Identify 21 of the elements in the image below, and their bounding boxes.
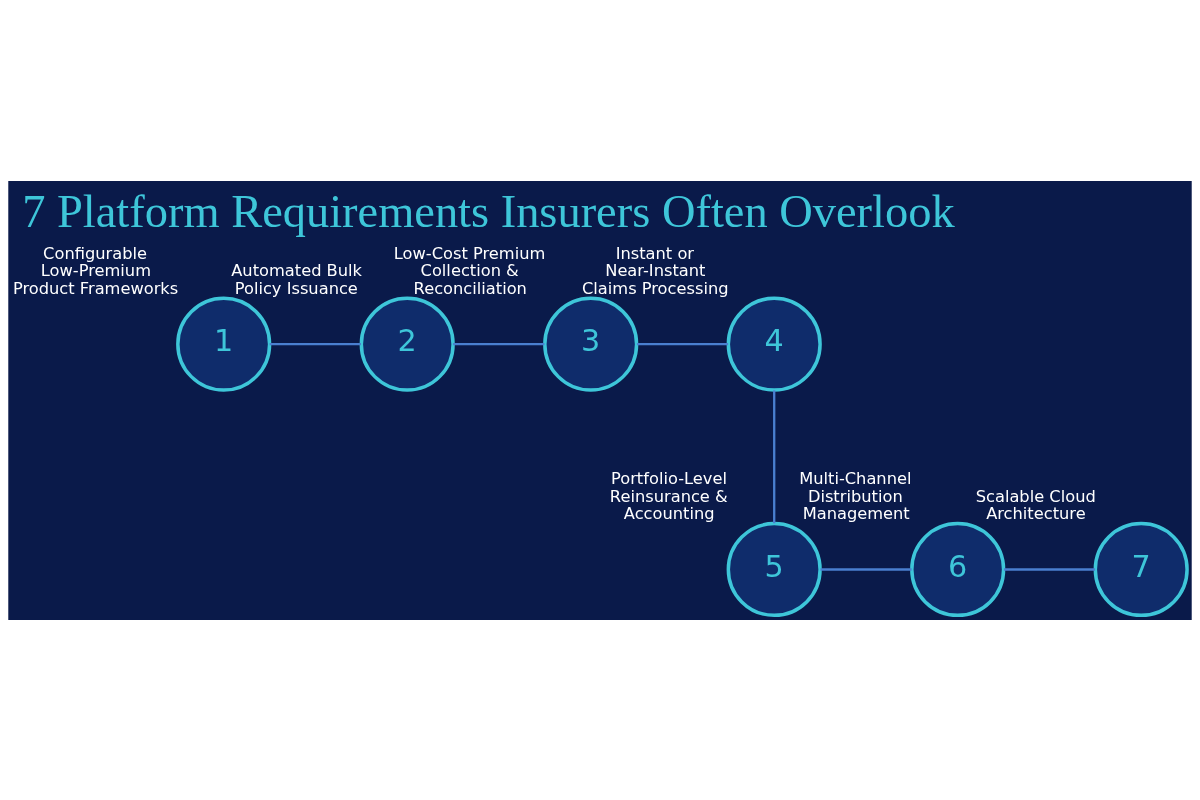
connector [773,389,776,523]
node-label: Multi-Channel Distribution Management [799,468,912,523]
node-label: Instant or Near-Instant Claims Processing [582,243,729,298]
node-circle: 4 [726,296,822,392]
connector [820,567,912,571]
node-circle: 6 [910,521,1006,617]
node-circle: 1 [176,296,272,392]
node-circle: 3 [543,296,639,392]
node-circle: 7 [1093,521,1189,617]
connector [636,342,729,345]
node-label: Scalable Cloud Architecture [975,486,1096,523]
connector [269,342,361,345]
node-circle: 5 [726,521,822,617]
node-circle: 2 [359,296,455,392]
connector [1003,567,1096,571]
node-label: Automated Bulk Policy Issuance [231,260,363,298]
diagram-title: 7 Platform Requirements Insurers Often Overlook [22,185,955,237]
connector [453,342,545,345]
node-label: Portfolio-Level Reinsurance & Accounting [609,468,728,523]
node-label: Low-Cost Premium Collection & Reconciliation [393,243,546,298]
node-label: Configurable Low-Premium Product Frameworks [12,243,179,298]
